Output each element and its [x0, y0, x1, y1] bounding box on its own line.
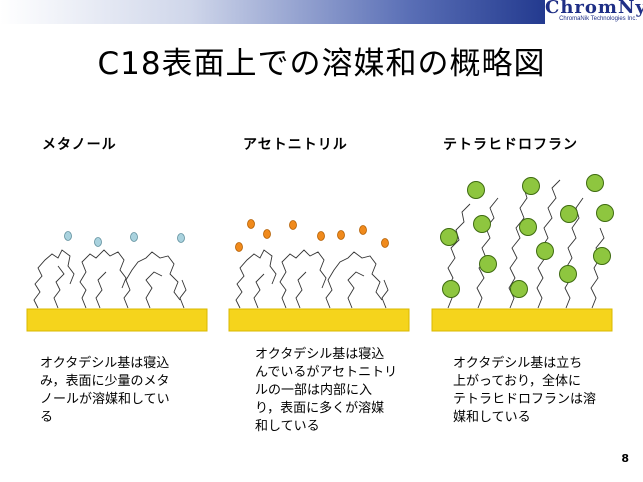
caption-line: オクタデシル基は寝込 — [255, 347, 385, 362]
caption-thf: オクタデシル基は立ち 上がっており，全体に テトラヒドロフランは溶 媒和している — [453, 355, 618, 427]
thf-molecule — [586, 174, 604, 192]
thf-molecule — [510, 280, 528, 298]
c18-chains-acetonitrile — [235, 249, 389, 309]
thf-molecule — [519, 218, 537, 236]
methanol-molecule — [130, 232, 138, 242]
caption-line: み，表面に少量のメタ — [40, 374, 170, 389]
page-number: 8 — [621, 452, 629, 465]
methanol-molecules — [64, 231, 185, 247]
c18-chains-methanol — [33, 249, 187, 309]
caption-line: オクタデシル基は立ち — [453, 356, 583, 371]
surface-thf — [431, 308, 613, 332]
thf-molecules — [440, 174, 614, 298]
panel-label-thf: テトラヒドロフラン — [443, 137, 578, 153]
panel-label-methanol: メタノール — [42, 137, 117, 153]
thf-molecule — [593, 247, 611, 265]
caption-line: オクタデシル基は寝込 — [40, 356, 170, 371]
header-gradient-bar — [0, 0, 545, 24]
acetonitrile-molecule — [247, 219, 255, 229]
acetonitrile-molecule — [235, 242, 243, 252]
methanol-molecule — [94, 237, 102, 247]
surface-acetonitrile — [228, 308, 410, 332]
thf-molecule — [522, 177, 540, 195]
caption-acetonitrile: オクタデシル基は寝込 んでいるがアセトニトリ ルの一部は内部に入 り，表面に多く… — [255, 346, 420, 436]
acetonitrile-molecule — [337, 230, 345, 240]
thf-molecule — [596, 204, 614, 222]
caption-line: 上がっており，全体に — [453, 374, 582, 389]
thf-molecule — [559, 265, 577, 283]
caption-line: 媒和している — [453, 410, 531, 425]
acetonitrile-molecule — [381, 238, 389, 248]
thf-molecule — [440, 228, 458, 246]
acetonitrile-molecule — [359, 225, 367, 235]
thf-molecule — [479, 255, 497, 273]
caption-line: テトラヒドロフランは溶 — [453, 392, 597, 407]
logo-text: ChromNyk — [545, 0, 643, 18]
logo-subtext: ChromaNik Technologies Inc. — [559, 16, 637, 22]
caption-methanol: オクタデシル基は寝込 み，表面に少量のメタ ノールが溶媒和してい る — [40, 355, 200, 427]
acetonitrile-molecule — [289, 220, 297, 230]
slide-title: C18表面上での溶媒和の概略図 — [97, 46, 546, 82]
caption-line: り，表面に多くが溶媒 — [255, 401, 385, 416]
company-logo: ChromNyk ChromaNik Technologies Inc. — [545, 0, 643, 24]
caption-line: んでいるがアセトニトリ — [255, 365, 398, 380]
acetonitrile-molecule — [317, 231, 325, 241]
methanol-molecule — [64, 231, 72, 241]
caption-line: る — [40, 410, 54, 425]
thf-molecule — [467, 181, 485, 199]
acetonitrile-molecules — [235, 219, 389, 252]
surface-methanol — [26, 308, 208, 332]
thf-molecule — [536, 242, 554, 260]
caption-line: ルの一部は内部に入 — [255, 383, 373, 398]
thf-molecule — [442, 280, 460, 298]
thf-molecule — [560, 205, 578, 223]
acetonitrile-molecule — [263, 229, 271, 239]
panel-label-acetonitrile: アセトニトリル — [243, 137, 348, 153]
thf-molecule — [473, 215, 491, 233]
caption-line: 和している — [255, 419, 320, 434]
caption-line: ノールが溶媒和してい — [40, 392, 170, 407]
methanol-molecule — [177, 233, 185, 243]
